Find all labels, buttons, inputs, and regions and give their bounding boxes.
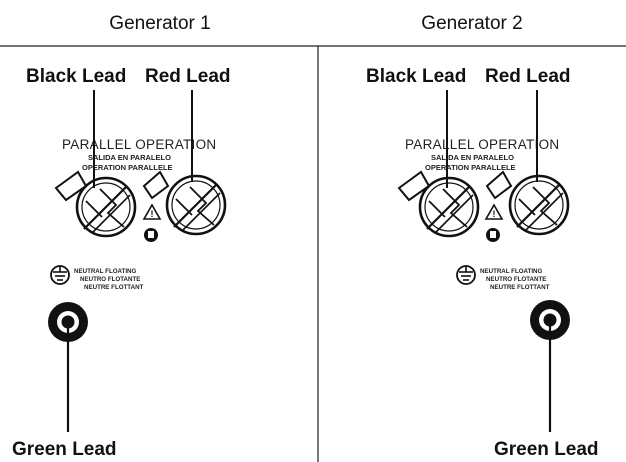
warning-triangle-icon: ! (142, 203, 162, 220)
red-lead-socket (508, 174, 570, 236)
black-lead-label: Black Lead (26, 66, 126, 87)
red-lead-socket (165, 174, 227, 236)
manual-icon (144, 228, 158, 242)
ground-icon (50, 265, 70, 285)
panel-subtitle-fr: OPERATION PARALLELE (82, 163, 173, 172)
neutral-floating-fr: NEUTRE FLOTTANT (490, 284, 550, 291)
red-lead-label: Red Lead (145, 66, 231, 87)
black-lead-socket (75, 176, 137, 238)
generator-2-panel: Black Lead Red Lead PARALLEL OPERATION S… (366, 66, 599, 460)
panel-title: PARALLEL OPERATION (62, 137, 216, 152)
neutral-floating-es: NEUTRO FLOTANTE (486, 276, 546, 283)
neutral-floating-fr: NEUTRE FLOTTANT (84, 284, 144, 291)
generator-2-header: Generator 2 (421, 13, 522, 34)
neutral-floating-en: NEUTRAL FLOATING (480, 268, 543, 275)
manual-icon (486, 228, 500, 242)
svg-text:!: ! (493, 209, 496, 219)
black-lead-label: Black Lead (366, 66, 466, 87)
neutral-floating-en: NEUTRAL FLOATING (74, 268, 137, 275)
green-lead-label: Green Lead (494, 439, 599, 460)
green-lead-label: Green Lead (12, 439, 117, 460)
red-lead-label: Red Lead (485, 66, 571, 87)
panel-subtitle-es: SALIDA EN PARALELO (431, 153, 514, 162)
generator-1-header: Generator 1 (109, 13, 210, 34)
svg-text:!: ! (151, 209, 154, 219)
panel-title: PARALLEL OPERATION (405, 137, 559, 152)
black-lead-socket (418, 176, 480, 238)
panel-subtitle-es: SALIDA EN PARALELO (88, 153, 171, 162)
ground-icon (456, 265, 476, 285)
neutral-floating-es: NEUTRO FLOTANTE (80, 276, 140, 283)
generator-1-panel: Black Lead Red Lead PARALLEL OPERATION S… (12, 66, 231, 460)
warning-triangle-icon: ! (484, 203, 504, 220)
panel-subtitle-fr: OPERATION PARALLELE (425, 163, 516, 172)
